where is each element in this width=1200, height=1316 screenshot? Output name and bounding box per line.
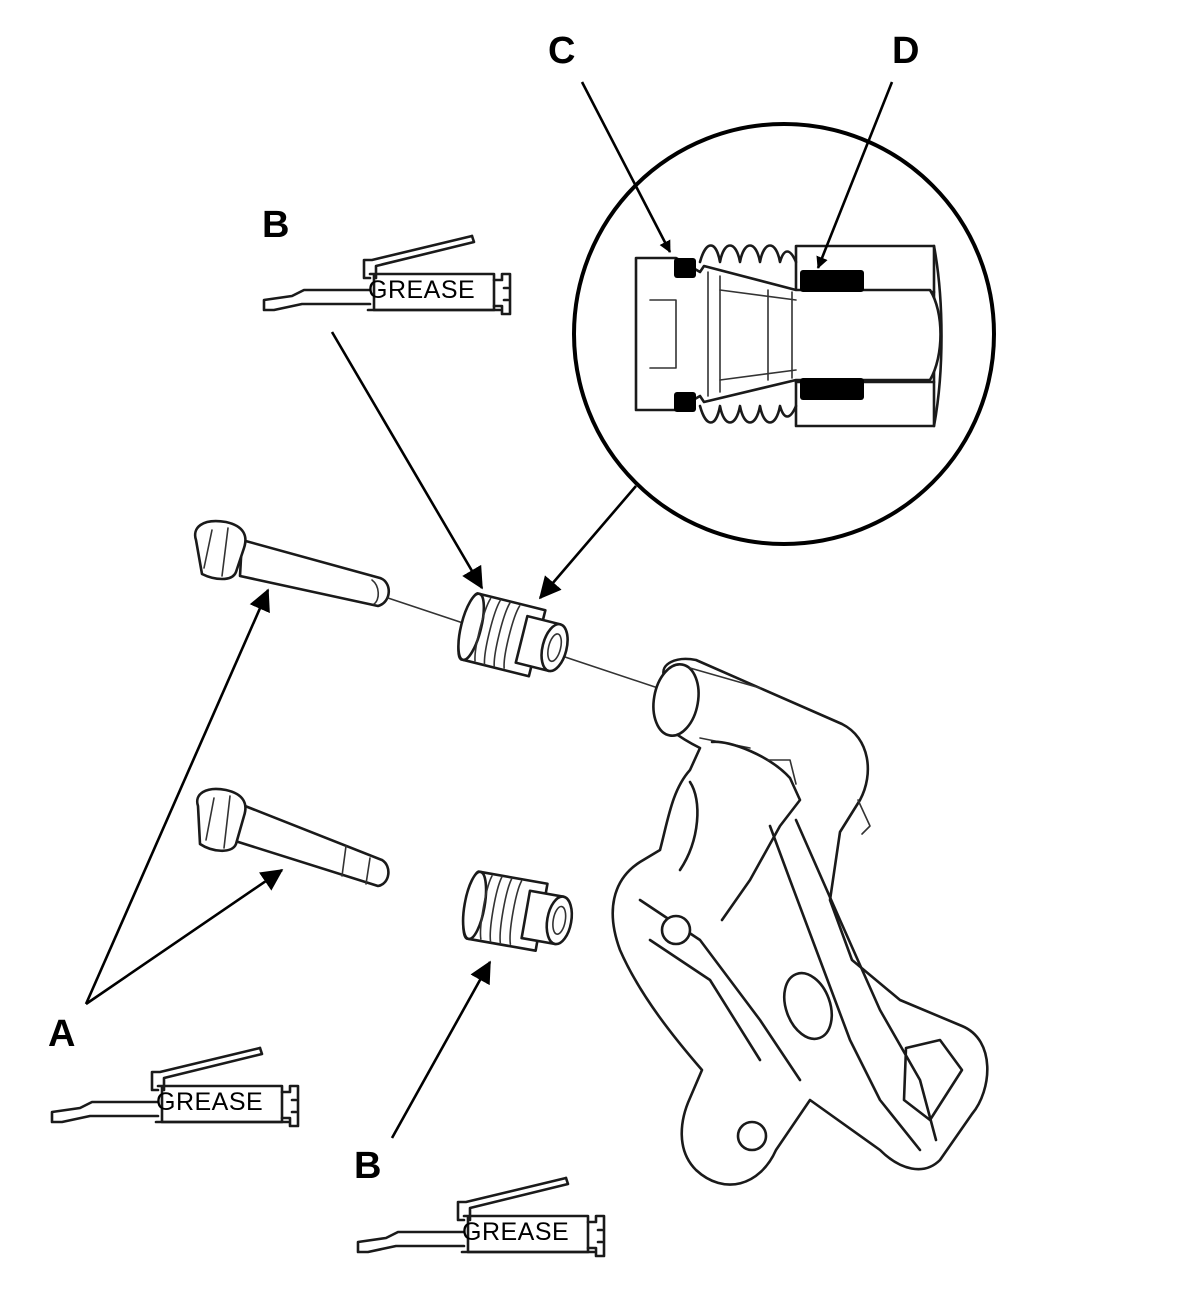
callout-label-d: D <box>892 30 919 72</box>
callout-label-b-bottom: B <box>354 1145 381 1187</box>
detail-pointer-arrow <box>538 485 637 600</box>
leader-a-upper <box>84 588 270 1005</box>
leader-c <box>580 81 672 253</box>
leader-b-upper <box>330 331 484 590</box>
grease-gun-icon: GREASE <box>356 1176 606 1258</box>
guide-pin-upper <box>193 519 391 608</box>
grease-label-left: GREASE <box>156 1088 263 1116</box>
grease-gun-icon: GREASE <box>262 234 512 316</box>
pin-boot-upper <box>451 590 576 685</box>
leader-b-lower <box>390 960 492 1139</box>
grease-gun-icon: GREASE <box>50 1046 300 1128</box>
callout-label-c: C <box>548 30 575 72</box>
grease-label-top: GREASE <box>368 276 475 304</box>
guide-pin-lower <box>195 787 390 888</box>
leader-d <box>816 81 894 269</box>
callout-label-b-top: B <box>262 204 289 246</box>
callout-label-a: A <box>48 1013 75 1055</box>
pin-boot-lower <box>457 868 579 958</box>
caliper-bracket <box>611 657 989 1186</box>
boot-detail-inset <box>572 122 996 546</box>
grease-label-bottom: GREASE <box>462 1218 569 1246</box>
leader-a-lower <box>85 868 284 1006</box>
